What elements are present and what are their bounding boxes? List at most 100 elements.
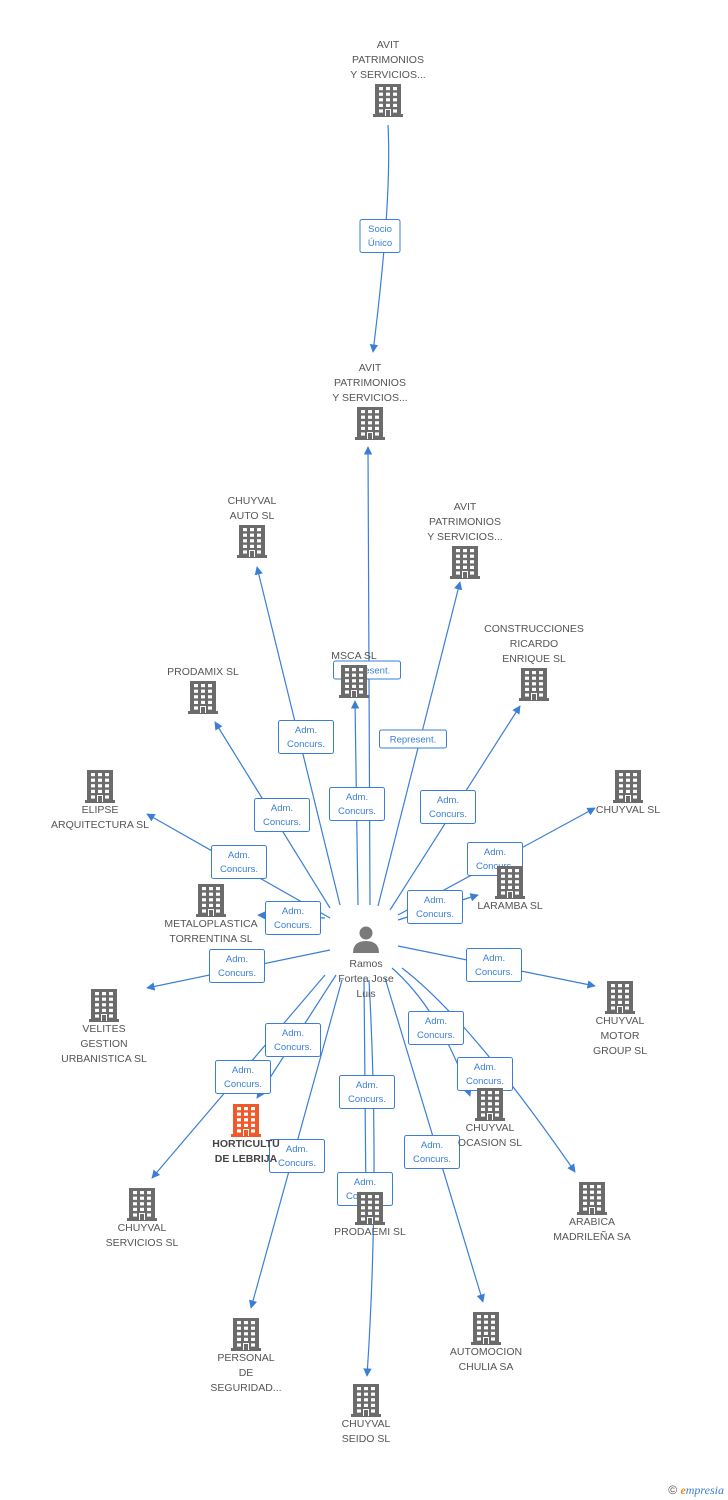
edge-label-elipse: Adm. Concurs. xyxy=(211,845,267,879)
node-label: TORRENTINA SL xyxy=(169,933,252,945)
node-construcciones[interactable]: CONSTRUCCIONES RICARDO ENRIQUE SL xyxy=(484,623,584,701)
edge-label-text: Adm. xyxy=(356,1080,378,1091)
edge-label-box xyxy=(211,845,267,879)
node-prodaemi[interactable]: PRODAEMI SL xyxy=(334,1192,406,1238)
building-icon xyxy=(231,1318,261,1351)
building-icon xyxy=(519,668,549,701)
edge-label-construcciones: Adm.Concurs. xyxy=(420,790,476,824)
node-horticultura[interactable]: HORTICULTU DE LEBRIJA xyxy=(212,1104,280,1165)
node-label: DE LEBRIJA xyxy=(215,1153,278,1165)
edge-label-text: Concurs. xyxy=(220,864,258,875)
building-icon xyxy=(355,1192,385,1225)
node-label: Ramos xyxy=(349,958,382,970)
building-icon xyxy=(495,866,525,899)
edge-label-text: Concurs. xyxy=(278,1158,316,1169)
edge-label-text: Concurs. xyxy=(224,1079,262,1090)
footer-credit: © empresia xyxy=(668,1483,724,1498)
node-label: CHULIA SA xyxy=(459,1361,514,1373)
edge-label-text: Represent. xyxy=(390,735,436,746)
node-label: SERVICIOS SL xyxy=(106,1237,179,1249)
node-label: HORTICULTU xyxy=(212,1138,279,1150)
building-icon xyxy=(471,1312,501,1345)
building-icon xyxy=(355,407,385,440)
node-label: PRODAEMI SL xyxy=(334,1226,406,1238)
node-label: Y SERVICIOS... xyxy=(350,69,425,81)
node-label: CHUYVAL xyxy=(342,1418,391,1430)
edge-label-box xyxy=(269,1139,325,1173)
edge-label-text: Adm. xyxy=(228,850,250,861)
building-icon xyxy=(237,525,267,558)
edge-label-box xyxy=(379,729,447,749)
node-prodamix[interactable]: PRODAMIX SL xyxy=(167,666,239,714)
edge-label-text: Concurs. xyxy=(466,1076,504,1087)
node-label: ENRIQUE SL xyxy=(502,653,566,665)
edge-label-prodaemi: Adm.Concurs. xyxy=(339,1075,395,1109)
node-label: MOTOR xyxy=(601,1030,640,1042)
node-label: PRODAMIX SL xyxy=(167,666,239,678)
node-label: ARABICA xyxy=(569,1216,615,1228)
focus-building-icon xyxy=(231,1104,261,1137)
node-label: CONSTRUCCIONES xyxy=(484,623,584,635)
edge-label-text: Concurs. xyxy=(413,1154,451,1165)
node-label: AVIT xyxy=(454,501,477,513)
node-label: PERSONAL xyxy=(217,1352,274,1364)
edge-label-chuyval_ocasion: Adm.Concurs. xyxy=(408,1011,464,1045)
node-chuyval_sl[interactable]: CHUYVAL SL xyxy=(596,770,660,816)
node-label: Y SERVICIOS... xyxy=(332,392,407,404)
person-icon xyxy=(353,926,379,953)
edge-label-text: Adm. xyxy=(421,1140,443,1151)
node-msca[interactable]: MSCA SL xyxy=(331,650,377,698)
edge-label-velites: Adm.Concurs. xyxy=(209,949,265,983)
edge-label-text: Adm. xyxy=(354,1177,376,1188)
brand-logo[interactable]: empresia xyxy=(680,1483,724,1497)
node-velites[interactable]: VELITES GESTION URBANISTICA SL xyxy=(61,989,147,1065)
building-icon xyxy=(373,84,403,117)
node-label: GESTION xyxy=(80,1038,127,1050)
building-icon xyxy=(475,1088,505,1121)
building-icon xyxy=(196,884,226,917)
node-personal[interactable]: PERSONALDESEGURIDAD... xyxy=(210,1318,282,1394)
node-label: CHUYVAL xyxy=(466,1122,515,1134)
building-icon xyxy=(577,1182,607,1215)
edge-label-automocion: Adm. Concurs. xyxy=(404,1135,460,1169)
edge-label-box xyxy=(265,1023,321,1057)
building-icon xyxy=(605,981,635,1014)
edge-label-chuyval_servicios: Adm.Concurs. xyxy=(215,1060,271,1094)
edge-label-text: Concurs. xyxy=(417,1030,455,1041)
edge-label-text: Adm. xyxy=(295,725,317,736)
building-icon xyxy=(351,1384,381,1417)
node-label: PATRIMONIOS xyxy=(334,377,406,389)
node-label: SEIDO SL xyxy=(342,1433,391,1445)
edge-label-text: Concurs. xyxy=(475,967,513,978)
building-icon xyxy=(339,665,369,698)
edge-label-text: Concurs. xyxy=(476,861,514,872)
node-label: ARQUITECTURA SL xyxy=(51,819,149,831)
node-label: CHUYVAL xyxy=(596,1015,645,1027)
edge-label-text: Concurs. xyxy=(274,1042,312,1053)
node-laramba[interactable]: LARAMBA SL xyxy=(477,866,543,912)
node-label: URBANISTICA SL xyxy=(61,1053,147,1065)
node-label: VELITES xyxy=(82,1023,125,1035)
edge-label-text: Concurs. xyxy=(287,739,325,750)
edge-label-text: Adm. xyxy=(226,954,248,965)
edge-label-text: Concurs. xyxy=(338,806,376,817)
node-chuyval_seido[interactable]: CHUYVAL SEIDO SL xyxy=(342,1384,391,1445)
node-label: RICARDO xyxy=(510,638,558,650)
edge-label-text: Concurs. xyxy=(416,909,454,920)
edge-label-text: Concurs. xyxy=(429,809,467,820)
edge-label-text: Adm. xyxy=(483,953,505,964)
